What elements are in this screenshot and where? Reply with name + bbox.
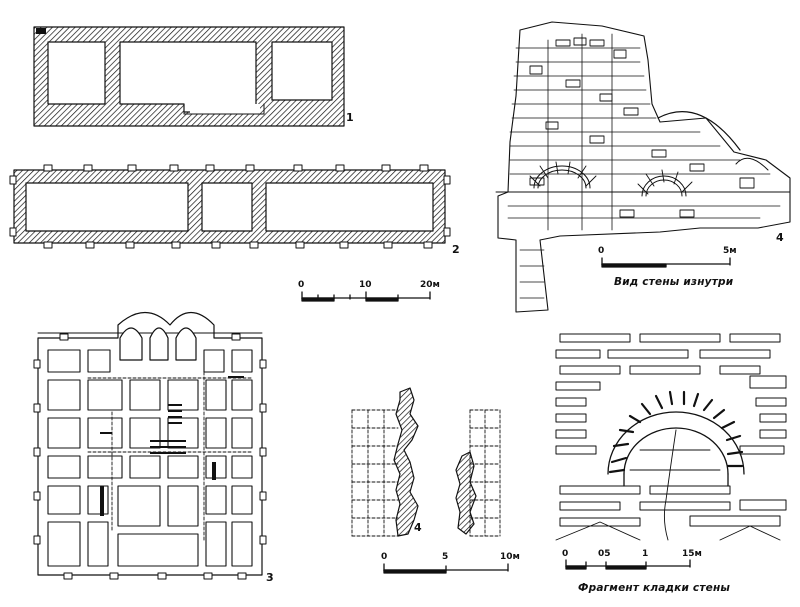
plans-scale-tick-10: 10 [359,280,372,290]
figure-4-section-label: 4 [414,521,422,534]
scale-bar-wall-view [601,257,731,268]
wall-view [495,21,791,313]
wall-view-scale-tick-0: 0 [598,246,605,256]
masonry-scale-tick-1: 1 [642,549,649,559]
plan-2 [9,164,451,249]
wall-section [351,387,501,537]
section-scale-tick-5: 5 [442,552,449,562]
figure-3-label: 3 [266,571,274,584]
wall-view-scale-tick-5: 5м [723,246,737,256]
plans-scale-tick-20: 20м [420,280,440,290]
section-scale-tick-10: 10м [500,552,520,562]
scale-bar-section [383,563,509,574]
plan-3 [33,311,267,580]
figure-4-view-label: 4 [776,231,784,244]
wall-view-caption: Вид стены изнутри [614,276,734,288]
plans-scale-tick-0: 0 [298,280,305,290]
masonry-scale-tick-15: 15м [682,549,702,559]
scale-bar-masonry [565,559,691,570]
figure-2-label: 2 [452,243,460,256]
figure-1-label: 1 [346,111,354,124]
masonry-scale-tick-05: 05 [598,549,611,559]
masonry-caption: Фрагмент кладки стены [578,582,731,594]
masonry-fragment [555,333,787,541]
masonry-scale-tick-0: 0 [562,549,569,559]
plan-1 [33,26,345,127]
scale-bar-plans [301,291,431,302]
section-scale-tick-0: 0 [381,552,388,562]
